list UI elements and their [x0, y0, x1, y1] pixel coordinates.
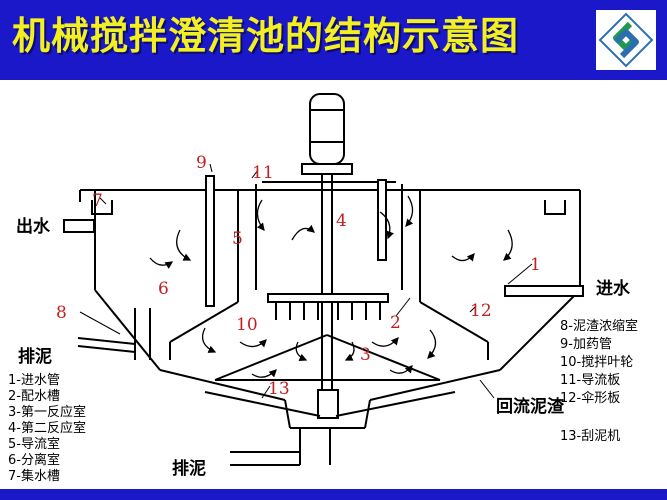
- company-logo-icon: [596, 10, 656, 70]
- legend-item: 13-刮泥机: [560, 429, 620, 444]
- legend-item: 5-导流室: [8, 436, 60, 452]
- footer-bar: [0, 489, 667, 500]
- callout-4: 4: [336, 211, 347, 231]
- callout-8: 8: [56, 303, 67, 323]
- return-sludge-label: 回流泥渣: [496, 396, 565, 417]
- legend-item: 8-泥渣浓缩室: [560, 318, 638, 334]
- tank-structure: [63, 93, 584, 466]
- callout-2: 2: [390, 313, 401, 333]
- callout-12: 12: [470, 301, 492, 321]
- title-banner: 机械搅拌澄清池的结构示意图: [0, 0, 667, 80]
- callout-11: 11: [252, 163, 274, 183]
- legend-item: 4-第二反应室: [8, 420, 86, 436]
- legend-item: 2-配水槽: [8, 389, 60, 404]
- clarifier-diagram: 出水 进水 排泥 排泥 回流泥渣 9 11 7 5 4 1 6 8 10 2 1…: [8, 93, 638, 484]
- legend-item: 6-分离室: [8, 452, 60, 468]
- callout-7: 7: [92, 191, 103, 211]
- callout-6: 6: [158, 279, 169, 299]
- legend-item: 3-第一反应室: [8, 404, 86, 420]
- leader-lines: [79, 163, 533, 399]
- callout-3: 3: [360, 345, 371, 365]
- legend-item: 1-进水管: [8, 373, 60, 388]
- flow-arrows: [149, 195, 513, 378]
- legend-item: 9-加药管: [560, 337, 612, 352]
- callout-13: 13: [268, 379, 290, 399]
- legend-left: 1-进水管 2-配水槽 3-第一反应室 4-第二反应室 5-导流室 6-分离室 …: [8, 373, 86, 484]
- legend-right: 8-泥渣浓缩室 9-加药管 10-搅拌叶轮 11-导流板 12-伞形板 13-刮…: [560, 318, 638, 444]
- legend-item: 10-搅拌叶轮: [560, 354, 633, 370]
- legend-item: 11-导流板: [560, 373, 620, 388]
- sludge-discharge-top-label: 排泥: [18, 346, 52, 367]
- callout-10: 10: [236, 315, 258, 335]
- sludge-discharge-bottom-label: 排泥: [172, 458, 206, 479]
- page-title: 机械搅拌澄清池的结构示意图: [12, 13, 520, 58]
- legend-item: 7-集水槽: [8, 468, 60, 484]
- legend-item: 12-伞形板: [560, 390, 620, 406]
- callout-9: 9: [196, 153, 207, 173]
- callout-1: 1: [530, 255, 541, 275]
- callout-5: 5: [232, 229, 243, 249]
- inlet-label: 进水: [596, 278, 631, 299]
- outlet-label: 出水: [16, 216, 51, 237]
